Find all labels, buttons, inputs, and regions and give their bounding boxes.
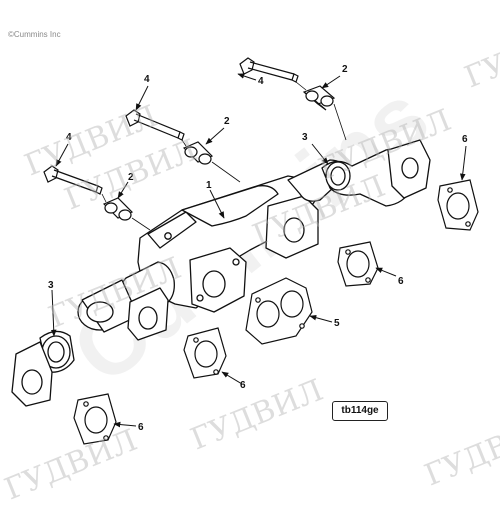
spacer-top [302, 85, 336, 111]
callout-4-top: 4 [258, 76, 264, 87]
spacer-mid [182, 141, 214, 165]
callout-5: 5 [334, 318, 340, 329]
callout-1: 1 [206, 180, 212, 191]
spacer-low [102, 197, 134, 221]
assembly-lines [101, 81, 347, 231]
svg-text:ГУДВИЛ: ГУДВИЛ [460, 11, 500, 96]
callout-leaders [50, 73, 467, 428]
capscrew-top [239, 57, 299, 83]
exhaust-sleeve-left [11, 330, 75, 407]
exhaust-sleeve-top [321, 139, 431, 207]
gasket-double-port [245, 277, 313, 345]
callout-6-center: 6 [240, 380, 246, 391]
svg-text:ГУДВИЛ: ГУДВИЛ [420, 409, 500, 494]
callout-2-low: 2 [128, 172, 134, 183]
gasket-right-mid [337, 241, 379, 287]
svg-text:ГУДВИЛ: ГУДВИЛ [186, 373, 328, 458]
gasket-left-low [73, 393, 117, 445]
callout-6-right-top: 6 [462, 134, 468, 145]
callout-2-mid: 2 [224, 116, 230, 127]
callout-4-low: 4 [66, 132, 72, 143]
gasket-right-top [437, 179, 479, 231]
callout-2-top: 2 [342, 64, 348, 75]
figure-id-label: tb114ge [332, 401, 388, 421]
callout-3-left: 3 [48, 280, 54, 291]
callout-4-mid: 4 [144, 74, 150, 85]
copyright-notice: ©Cummins Inc [8, 30, 61, 39]
callout-3-top: 3 [302, 132, 308, 143]
gasket-center-low [183, 327, 227, 379]
callout-numbers: 4 2 4 2 3 6 4 2 1 6 3 5 6 6 [48, 64, 468, 433]
capscrew-mid [125, 109, 185, 141]
callout-6-left: 6 [138, 422, 144, 433]
callout-6-right-mid: 6 [398, 276, 404, 287]
svg-text:ГУДВИЛ: ГУДВИЛ [0, 423, 142, 500]
capscrew-low [43, 165, 103, 195]
